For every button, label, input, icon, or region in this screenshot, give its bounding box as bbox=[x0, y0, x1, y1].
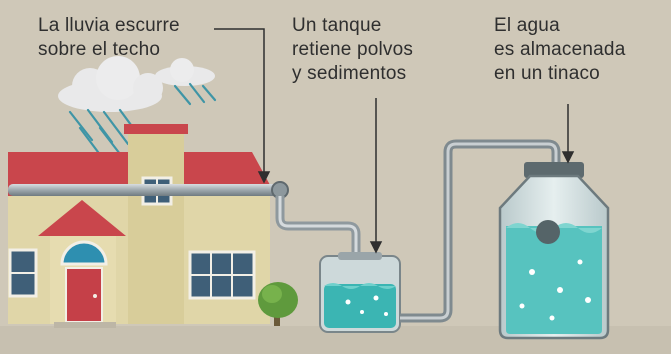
gutter-pipe bbox=[8, 181, 361, 262]
connector-pipe bbox=[400, 139, 561, 323]
tree-icon bbox=[258, 282, 298, 326]
pointer-tank bbox=[369, 98, 383, 254]
tinaco-icon bbox=[498, 162, 610, 340]
label-storage-tinaco: El agua es almacenada en un tinaco bbox=[494, 15, 626, 84]
pointer-rain bbox=[214, 28, 271, 184]
house-icon bbox=[8, 124, 276, 328]
label-filter-tank: Un tanque retiene polvos y sedimentos bbox=[292, 15, 414, 84]
cloud-icon bbox=[58, 56, 215, 112]
label-rain-runoff: La lluvia escurre sobre el techo bbox=[38, 15, 180, 60]
pointer-storage bbox=[561, 104, 575, 164]
filter-tank-icon bbox=[319, 252, 401, 333]
